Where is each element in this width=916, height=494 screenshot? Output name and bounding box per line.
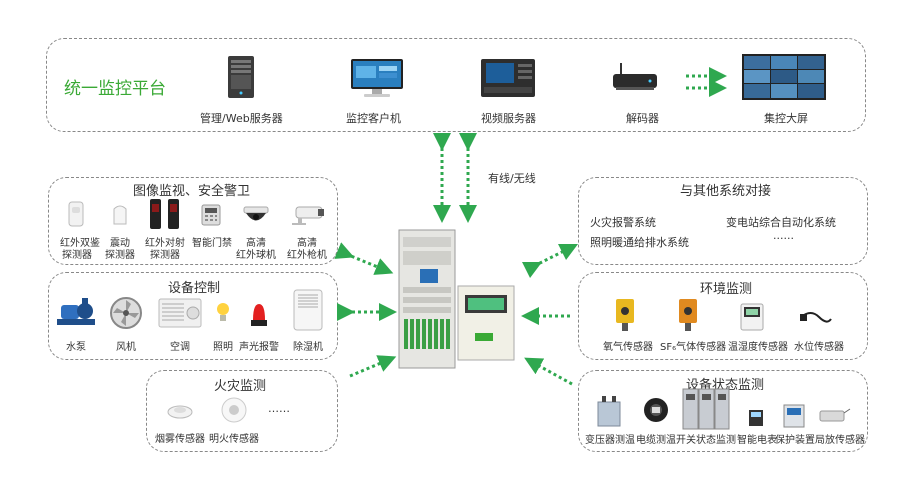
transformer-icon <box>596 394 622 432</box>
device-control-title: 设备控制 <box>168 281 221 296</box>
image-security-label: 红外双鉴探测器 <box>60 238 100 261</box>
fire-label: 烟雾传感器 <box>155 434 205 445</box>
other-systems-title: 与其他系统对接 <box>680 184 772 199</box>
image-security-title: 图像监视、安全警卫 <box>133 184 251 199</box>
fan-icon <box>109 296 143 334</box>
device-control-label: 照明 <box>213 342 233 353</box>
water-level-sensor-icon <box>799 307 833 331</box>
device-status-label: 保护装置 <box>775 435 815 446</box>
oxygen-sensor-icon <box>613 297 637 337</box>
image-security-label: 红外对射探测器 <box>145 238 185 261</box>
flame-sensor-icon <box>221 397 247 427</box>
server-tower-icon <box>226 55 256 103</box>
sf6-sensor-icon <box>676 297 700 337</box>
platform-title: 统一监控平台 <box>64 79 166 99</box>
decoder-icon <box>612 62 658 96</box>
device-control-label: 风机 <box>116 342 136 353</box>
other-systems-ellipsis: ······ <box>773 232 794 245</box>
dome-camera-icon <box>242 206 270 230</box>
platform-item-label: 管理/Web服务器 <box>200 112 283 125</box>
monitor-icon <box>350 58 404 102</box>
other-system-item: 照明暖通给排水系统 <box>590 236 689 249</box>
dehumidifier-icon <box>293 289 323 335</box>
bullet-camera-icon <box>290 204 326 230</box>
environment-label: SF₆气体传感器 <box>660 342 727 353</box>
device-status-panel <box>578 370 868 452</box>
temp-humidity-sensor-icon <box>740 303 764 335</box>
platform-item-label: 集控大屏 <box>764 112 808 125</box>
fire-panel <box>146 370 338 452</box>
fire-ellipsis: …… <box>268 402 290 415</box>
access-control-icon <box>201 204 221 230</box>
sound-light-alarm-icon <box>249 302 269 332</box>
other-system-item: 火灾报警系统 <box>590 216 656 229</box>
light-bulb-icon <box>216 302 230 328</box>
arrow-other-systems <box>521 243 579 279</box>
platform-item-label: 解码器 <box>626 112 659 125</box>
device-control-label: 水泵 <box>66 342 86 353</box>
smart-meter-icon <box>748 409 764 431</box>
air-conditioner-icon <box>158 298 202 332</box>
other-system-item: 变电站综合自动化系统 <box>726 216 836 229</box>
image-security-label: 高清红外球机 <box>236 238 276 261</box>
link-label: 有线/无线 <box>488 172 536 185</box>
arrow-image-security <box>334 242 394 275</box>
device-status-label: 智能电表 <box>737 435 777 446</box>
vibration-detector-icon <box>111 203 129 229</box>
monitoring-host-icon <box>457 285 515 365</box>
water-pump-icon <box>55 295 97 333</box>
platform-panel <box>46 38 866 132</box>
other-systems-panel <box>578 177 868 265</box>
arrow-fire <box>349 355 397 378</box>
device-status-label: 电缆测温 <box>636 435 676 446</box>
platform-item-label: 视频服务器 <box>481 112 536 125</box>
partial-discharge-sensor-icon <box>818 405 852 427</box>
environment-title: 环境监测 <box>700 282 753 297</box>
cable-temp-sensor-icon <box>642 396 670 428</box>
image-security-label: 高清红外枪机 <box>287 238 327 261</box>
fire-label: 明火传感器 <box>209 434 259 445</box>
device-control-label: 空调 <box>170 342 190 353</box>
environment-panel <box>578 272 868 360</box>
switchgear-icon <box>682 388 730 434</box>
device-control-label: 除湿机 <box>293 342 323 353</box>
environment-label: 温湿度传感器 <box>728 342 788 353</box>
device-control-label: 声光报警 <box>239 342 279 353</box>
image-security-label: 智能门禁 <box>192 238 232 249</box>
pir-detector-icon <box>68 201 84 231</box>
arrow-device-status <box>524 357 573 386</box>
video-wall-icon <box>742 54 826 104</box>
image-security-label: 震动探测器 <box>105 238 135 261</box>
platform-item-label: 监控客户机 <box>346 112 401 125</box>
image-security-panel <box>48 177 338 265</box>
video-server-icon <box>480 58 536 102</box>
device-status-label: 局放传感器 <box>815 435 865 446</box>
fire-title: 火灾监测 <box>214 379 267 394</box>
smoke-sensor-icon <box>167 403 193 423</box>
protection-device-icon <box>783 404 805 432</box>
environment-label: 水位传感器 <box>794 342 844 353</box>
device-status-label: 变压器测温 <box>585 435 635 446</box>
device-status-label: 开关状态监测 <box>676 435 736 446</box>
ir-beam-detector-icon <box>148 198 182 234</box>
monitoring-cabinet-icon <box>398 229 456 373</box>
environment-label: 氧气传感器 <box>603 342 653 353</box>
